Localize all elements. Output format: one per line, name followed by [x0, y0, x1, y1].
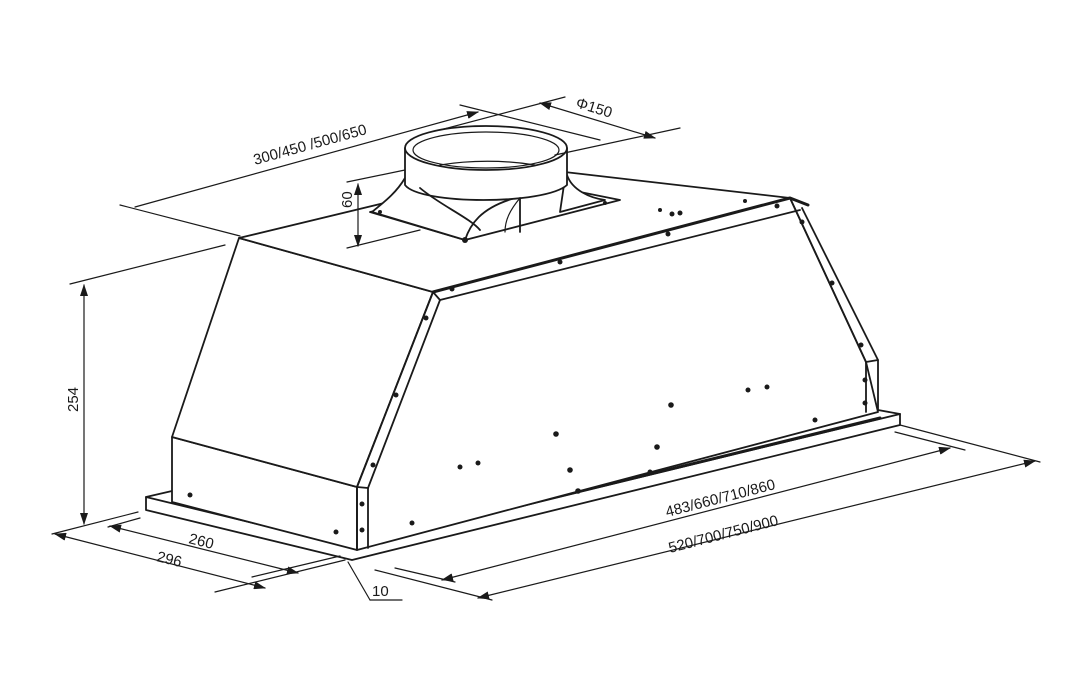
label-width-outer: 520/700/750/900	[667, 512, 780, 557]
duct-collar	[369, 125, 621, 243]
label-duct-diameter: Φ150	[574, 95, 614, 122]
label-width-inner: 483/660/710/860	[664, 476, 777, 521]
dim-flange-thickness: 10	[347, 561, 403, 601]
label-depth-inner: 260	[187, 530, 215, 553]
label-depth-outer: 296	[155, 548, 183, 571]
label-body-height: 254	[65, 387, 82, 412]
label-top-width: 300/450 /500/650	[252, 121, 369, 169]
hood-body	[145, 167, 901, 561]
label-duct-height: 60	[339, 191, 356, 208]
dim-duct-height: 60	[339, 169, 421, 249]
label-flange-thickness: 10	[372, 583, 389, 600]
dim-body-height: 254	[65, 244, 226, 525]
dim-depth: 260 296	[51, 511, 346, 593]
